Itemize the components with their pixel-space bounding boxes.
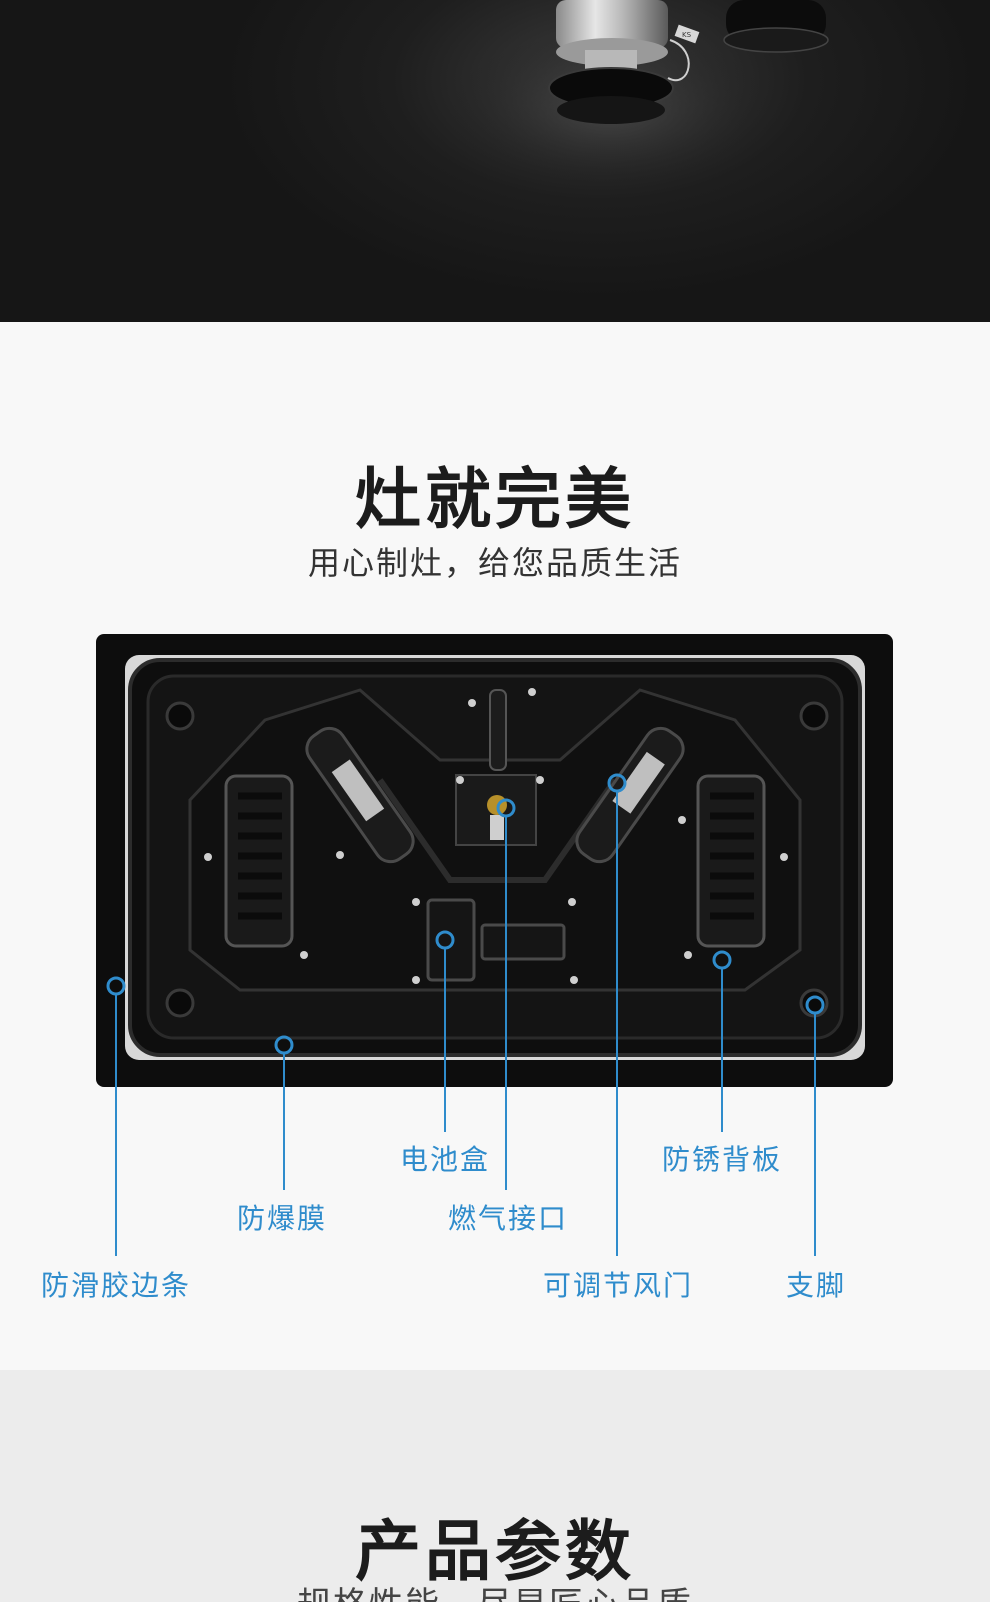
params-subtitle: 规格性能，尽显匠心品质 xyxy=(0,1585,990,1602)
knob-label: KS xyxy=(682,31,692,39)
params-title: 产品参数 xyxy=(355,1513,635,1590)
stove-knob-illustration: KS xyxy=(450,0,829,190)
params-section xyxy=(0,1370,990,1602)
hero-photo: KS xyxy=(0,0,990,322)
label-battery-box: 电池盒 xyxy=(399,1143,491,1176)
section-title: 灶就完美 xyxy=(355,461,635,538)
left-vent xyxy=(224,774,294,948)
label-foot: 支脚 xyxy=(785,1269,847,1302)
callout-lines xyxy=(106,773,825,1256)
battery-box-shape xyxy=(426,898,476,982)
right-vent xyxy=(696,774,766,948)
label-anti-slip-strip: 防滑胶边条 xyxy=(40,1269,192,1302)
label-rustproof-back: 防锈背板 xyxy=(661,1143,783,1176)
label-explosion-film: 防爆膜 xyxy=(236,1202,328,1235)
label-gas-inlet: 燃气接口 xyxy=(447,1202,569,1235)
section-subtitle: 用心制灶，给您品质生活 xyxy=(307,544,682,582)
label-air-damper: 可调节风门 xyxy=(542,1269,694,1302)
